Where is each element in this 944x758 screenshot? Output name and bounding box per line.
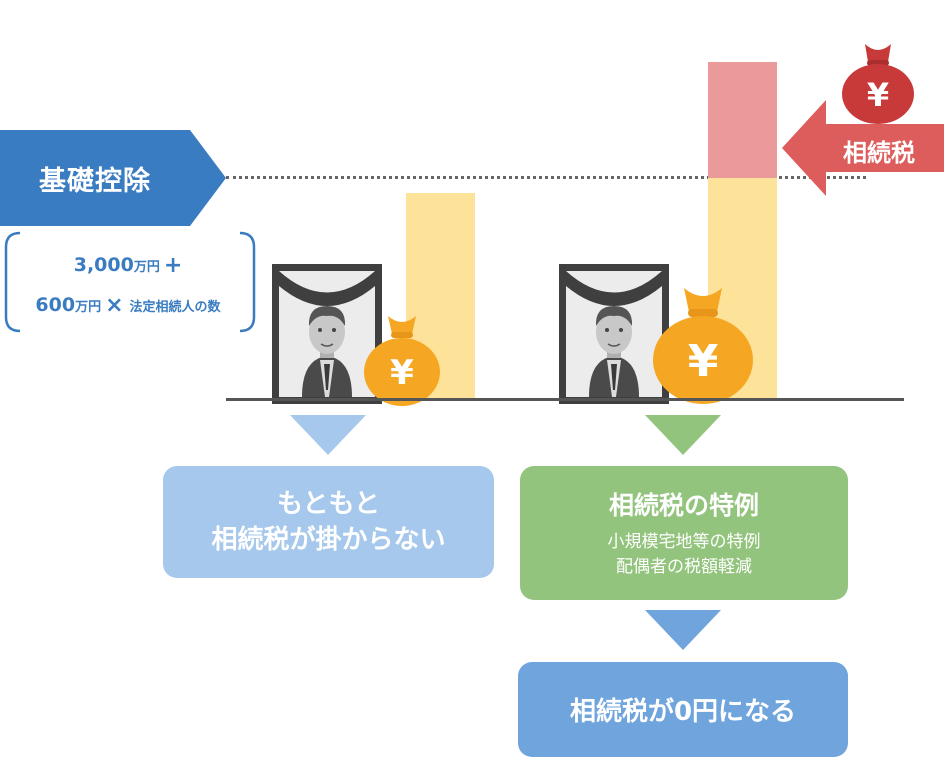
- down-arrow-right: [645, 415, 721, 455]
- basic-deduction-label: 基礎控除: [39, 165, 151, 197]
- money-bag-large-icon: ¥: [653, 288, 753, 404]
- special-case-box: 相続税の特例 小規模宅地等の特例 配偶者の税額軽減: [520, 466, 848, 600]
- yen-symbol: ¥: [688, 336, 719, 387]
- money-bag-tax-icon: ¥: [842, 44, 914, 124]
- down-arrow-left: [290, 415, 366, 455]
- baseline: [226, 398, 904, 401]
- formula-base-amount: 3,000: [73, 254, 134, 276]
- special-case-title: 相続税の特例: [608, 491, 759, 520]
- formula-bracket: [4, 231, 256, 333]
- yen-symbol: ¥: [390, 353, 414, 393]
- yen-symbol: ¥: [867, 76, 889, 114]
- plus-operator: +: [163, 252, 183, 278]
- zero-tax-result-box: 相続税が0円になる: [518, 662, 848, 757]
- down-arrow-final: [645, 610, 721, 650]
- special-case-item-spouse: 配偶者の税額軽減: [616, 557, 752, 577]
- inheritance-tax-arrow: [782, 100, 944, 196]
- times-operator: ×: [105, 292, 124, 318]
- estate-bar-right-taxable: [708, 62, 777, 178]
- no-tax-line-2: 相続税が掛からない: [211, 525, 446, 555]
- no-tax-line-1: もともと: [277, 489, 380, 519]
- deduction-threshold-line: [226, 176, 866, 179]
- money-bag-small-icon: ¥: [364, 316, 440, 406]
- formula-line-2: 600 万円 × 法定相続人の数: [0, 292, 256, 318]
- inheritance-tax-label: 相続税: [843, 138, 915, 167]
- formula-line-1: 3,000 万円 +: [0, 252, 256, 278]
- basic-deduction-arrow: [0, 130, 226, 226]
- special-case-items: 小規模宅地等の特例 配偶者の税額軽減: [608, 530, 761, 580]
- special-case-item-small-land: 小規模宅地等の特例: [607, 532, 761, 552]
- formula-heir-count: 法定相続人の数: [129, 299, 221, 315]
- memorial-portrait-icon: [272, 264, 382, 404]
- memorial-portrait-icon: [559, 264, 669, 404]
- no-tax-result-box: もともと 相続税が掛からない: [163, 466, 494, 578]
- formula-per-heir-amount: 600: [35, 294, 76, 316]
- formula-base-unit: 万円: [133, 259, 160, 275]
- formula-per-heir-unit: 万円: [75, 299, 102, 315]
